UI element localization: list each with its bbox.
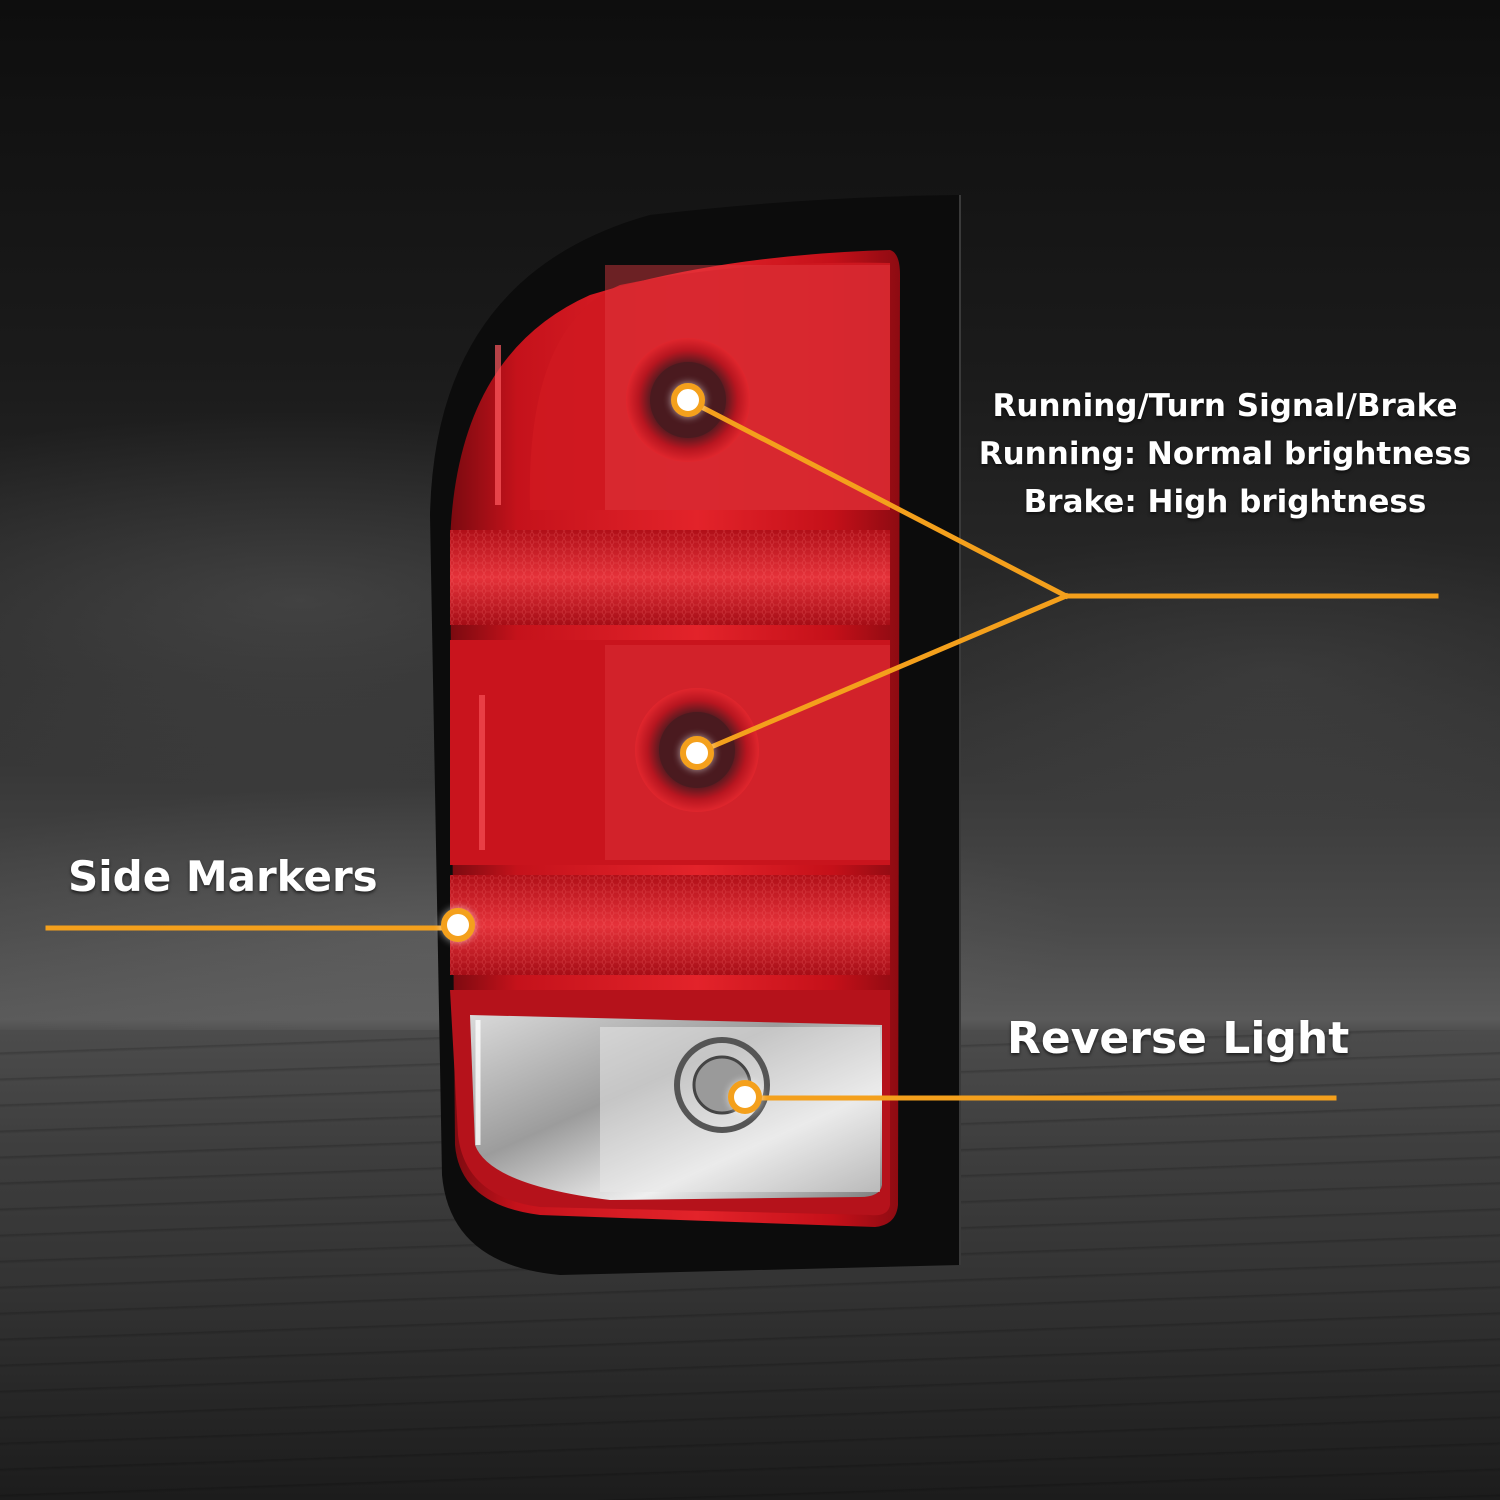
side-markers-label: Side Markers xyxy=(68,852,378,901)
reverse-light-label: Reverse Light xyxy=(1007,1013,1350,1064)
running-turn-brake-title: Running/Turn Signal/Brake xyxy=(992,388,1458,424)
callout-dot-lower-brake xyxy=(680,736,714,770)
callout-dot-reverse-light xyxy=(728,1080,762,1114)
brake-brightness-text: Brake: High brightness xyxy=(1023,484,1427,520)
callout-dot-side-marker xyxy=(441,908,475,942)
running-turn-brake-callout: Running/Turn Signal/Brake Running: Norma… xyxy=(975,382,1475,526)
tail-light-image xyxy=(420,185,980,1285)
callout-dot-upper-brake xyxy=(671,383,705,417)
running-brightness-text: Running: Normal brightness xyxy=(978,436,1472,472)
